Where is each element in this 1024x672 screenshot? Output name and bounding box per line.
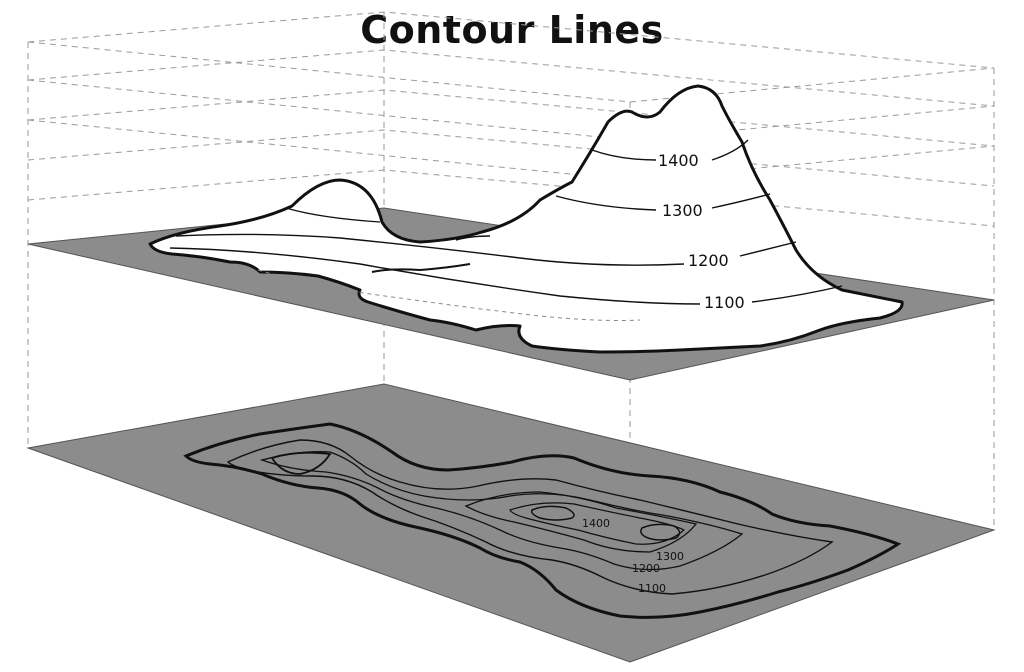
map-contour-outer	[183, 422, 902, 619]
model-label-1200: 1200	[688, 251, 729, 270]
map-label-1400: 1400	[582, 517, 610, 530]
map-label-1200: 1200	[632, 562, 660, 575]
guide-lines	[27, 11, 995, 660]
map-peak-east	[640, 523, 681, 541]
terrain-model: 1400 1300 1200 1100	[148, 84, 904, 354]
map-label-1300: 1300	[656, 550, 684, 563]
map-label-1100: 1100	[638, 582, 666, 595]
model-label-1300: 1300	[662, 201, 703, 220]
diagram-title: Contour Lines	[360, 8, 664, 52]
model-label-1400: 1400	[658, 151, 699, 170]
map-peak-west	[530, 505, 575, 521]
contour-map: 1400 1300 1200 1100	[183, 422, 902, 619]
terrain-surface	[148, 84, 904, 354]
map-peak-small	[270, 451, 332, 475]
map-base-plane	[26, 383, 996, 663]
model-label-1100: 1100	[704, 293, 745, 312]
